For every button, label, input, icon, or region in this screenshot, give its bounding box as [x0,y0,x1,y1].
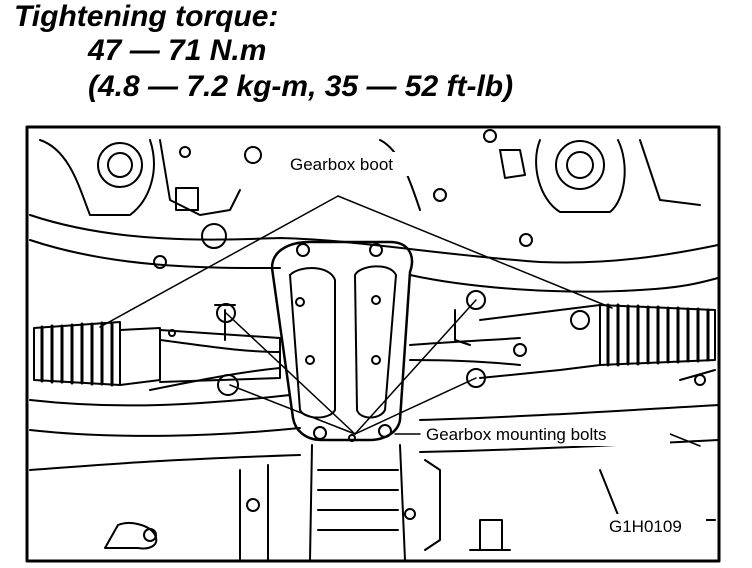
mounting-bolts-label: Gearbox mounting bolts [426,425,607,444]
gearbox-boot-label: Gearbox boot [290,155,393,174]
torque-value-nm: 47 — 71 N.m [88,34,267,67]
figure-code: G1H0109 [609,517,682,536]
figure-frame [25,125,721,563]
torque-heading: Tightening torque: [14,0,279,33]
torque-value-alt: (4.8 — 7.2 kg-m, 35 — 52 ft-lb) [88,70,514,103]
